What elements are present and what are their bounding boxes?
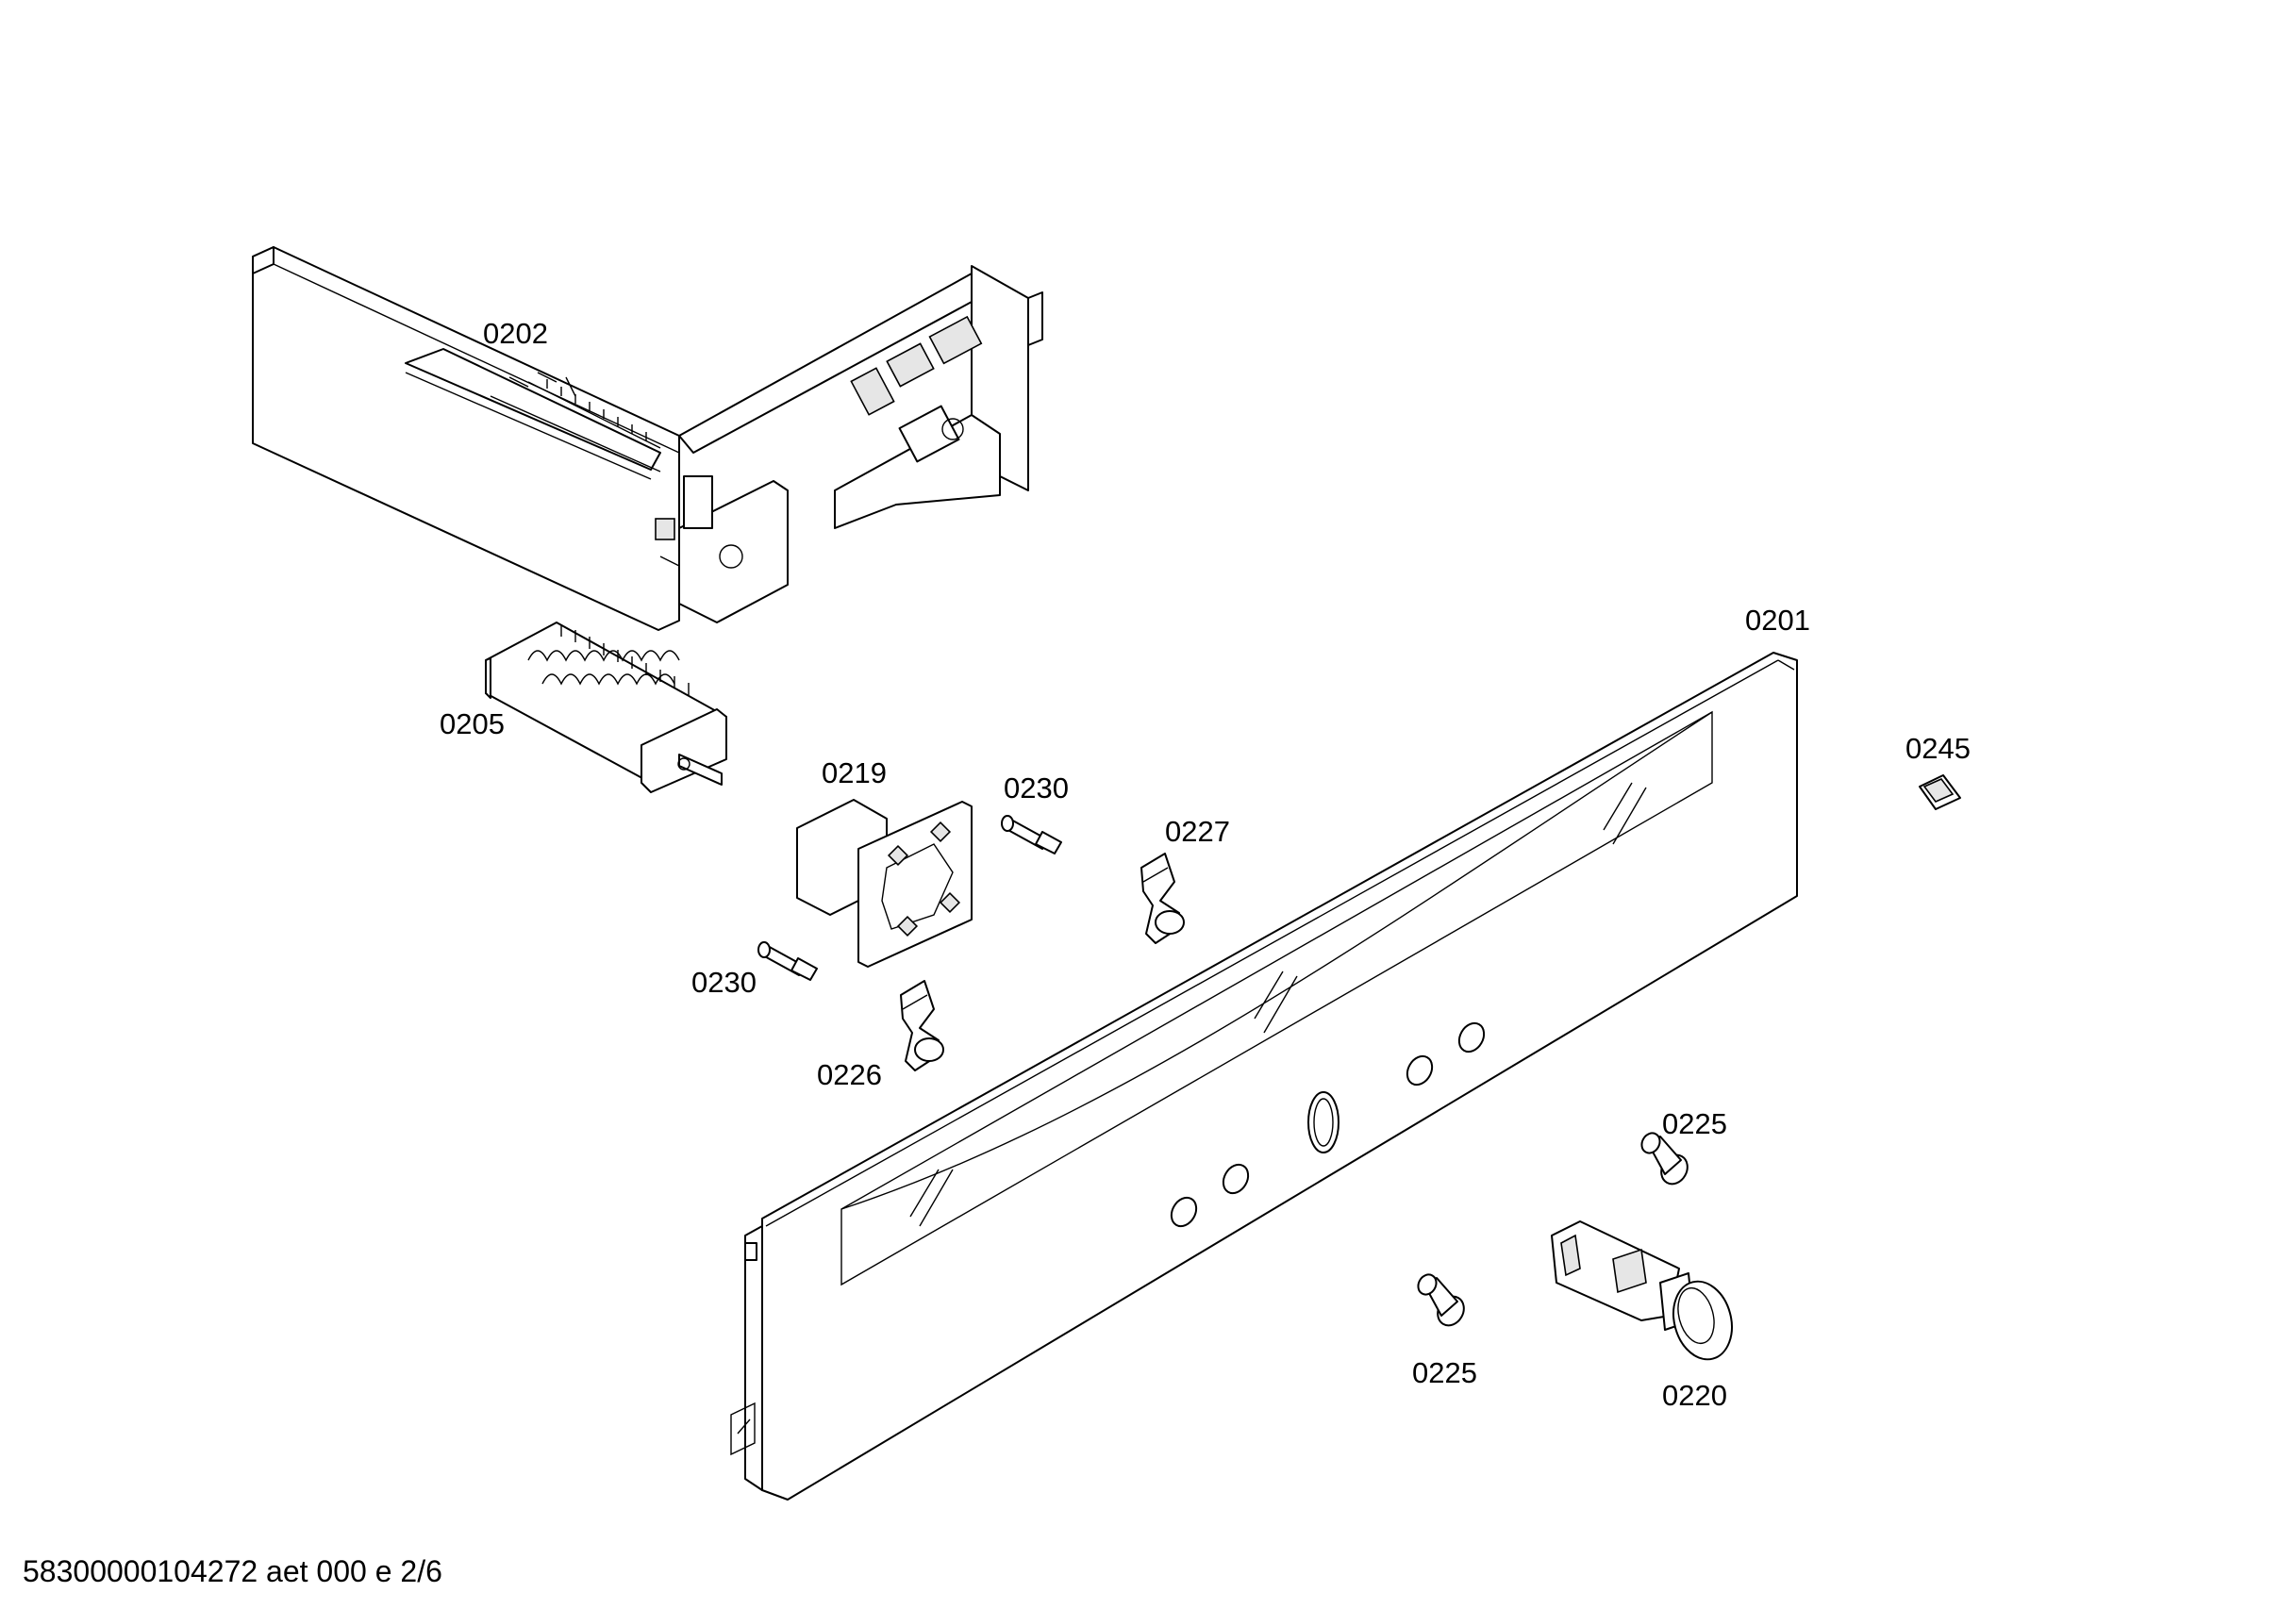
part-0227-lamp-holder (1140, 853, 1185, 944)
label-0205: 0205 (440, 707, 505, 740)
part-0225-shaft-top (1640, 1132, 1689, 1186)
label-0201: 0201 (1745, 604, 1810, 637)
label-0202: 0202 (483, 317, 548, 350)
part-0220-control-knob (1551, 1220, 1733, 1361)
document-id-footer: 58300000104272 aet 000 e 2/6 (23, 1554, 442, 1588)
part-0202-control-housing (252, 246, 1043, 631)
label-0230-top: 0230 (1004, 771, 1069, 804)
label-0220: 0220 (1662, 1379, 1727, 1412)
part-0230-pin-bottom (757, 941, 818, 981)
label-0226: 0226 (817, 1058, 882, 1091)
label-0225-bottom: 0225 (1412, 1356, 1477, 1389)
part-0230-pin-top (1001, 815, 1062, 854)
part-0225-shaft-bottom (1417, 1273, 1465, 1327)
part-0201-control-panel (730, 652, 1798, 1501)
part-0245-clip (1919, 774, 1961, 810)
part-0205-selector-switch (485, 622, 727, 793)
label-0230-bottom: 0230 (691, 966, 757, 999)
label-0227: 0227 (1165, 815, 1230, 848)
label-0219: 0219 (822, 756, 887, 789)
part-labels: 0202 0205 0219 0230 0227 0230 0226 0201 … (440, 317, 1971, 1412)
part-0226-lamp-holder (900, 980, 944, 1071)
part-0219-socket (796, 799, 973, 968)
label-0225-top: 0225 (1662, 1107, 1727, 1140)
label-0245: 0245 (1905, 732, 1971, 765)
